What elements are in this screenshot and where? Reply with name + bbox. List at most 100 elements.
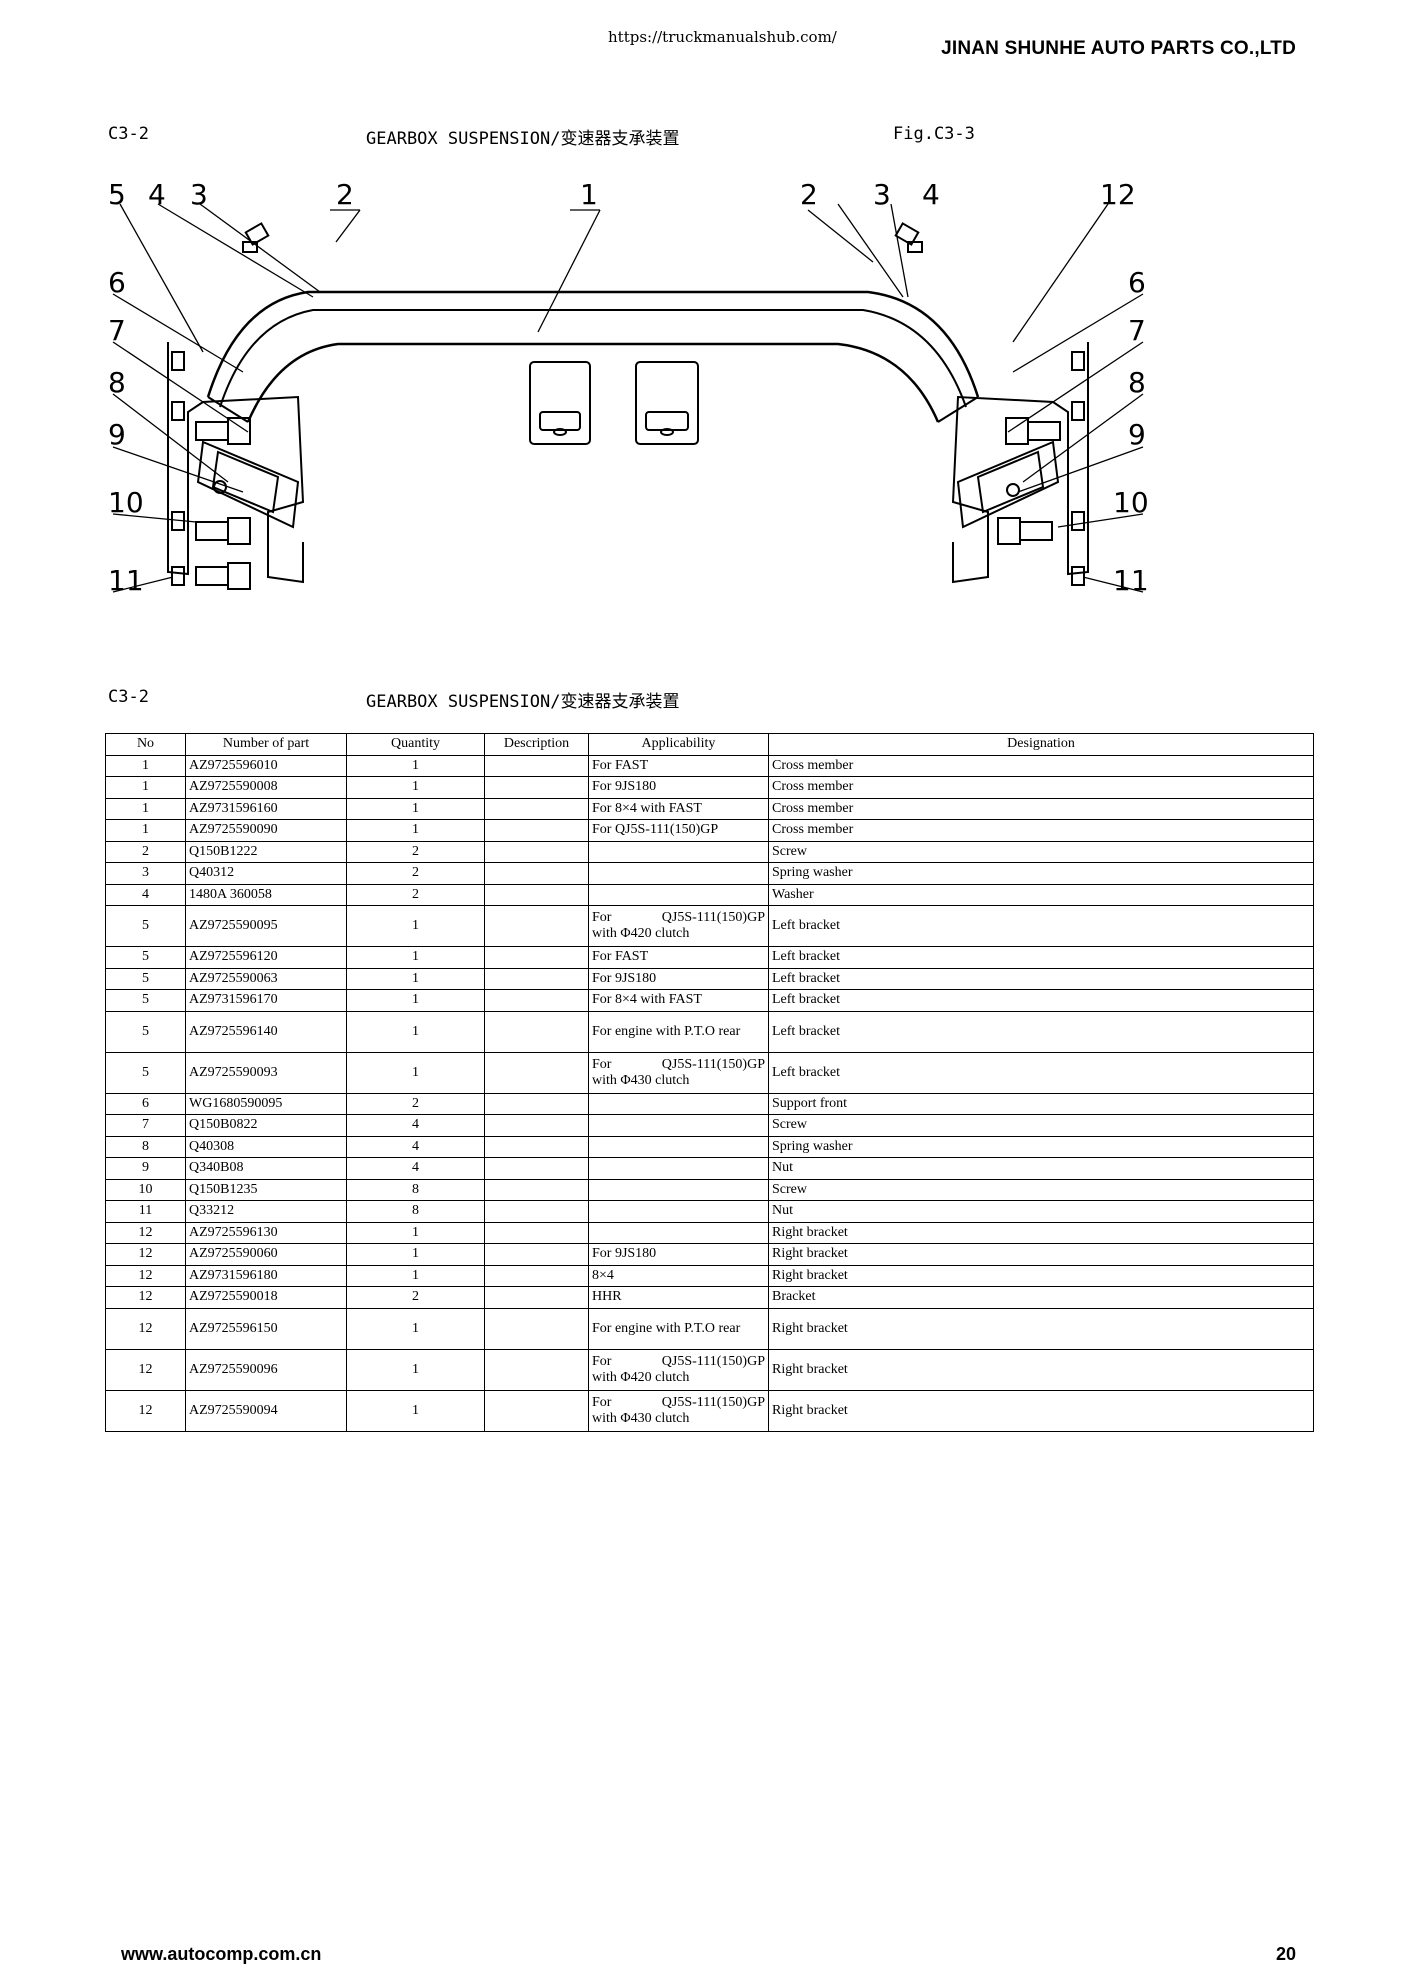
cell-description bbox=[484, 797, 589, 820]
callout-5-left: 5 bbox=[108, 182, 126, 211]
callout-7-left: 7 bbox=[108, 314, 126, 347]
cell-quantity: 2 bbox=[346, 883, 485, 906]
cell-designation: Cross member bbox=[768, 776, 1314, 799]
cell-applicability bbox=[588, 1135, 769, 1158]
cell-part-number: Q40308 bbox=[185, 1135, 347, 1158]
center-lugs bbox=[529, 361, 699, 445]
cell-quantity: 1 bbox=[346, 1348, 485, 1391]
cell-quantity: 4 bbox=[346, 1114, 485, 1137]
cell-part-number: Q40312 bbox=[185, 862, 347, 885]
cell-part-number: AZ9725596150 bbox=[185, 1307, 347, 1350]
cell-no: 10 bbox=[105, 1178, 186, 1201]
cell-no: 1 bbox=[105, 776, 186, 799]
cell-no: 12 bbox=[105, 1243, 186, 1266]
cell-quantity: 1 bbox=[346, 1264, 485, 1287]
table-section-code: C3-2 bbox=[108, 687, 149, 707]
applicability-prefix: For bbox=[592, 1394, 612, 1410]
cell-description bbox=[484, 1092, 589, 1115]
applicability-clutch: with Φ420 clutch bbox=[592, 1369, 690, 1385]
callout-3-left: 3 bbox=[190, 182, 208, 211]
callout-4-right: 4 bbox=[922, 182, 940, 211]
gearbox-suspension-diagram: 5 4 3 2 1 6 7 8 9 10 11 2 3 4 12 6 7 8 9… bbox=[108, 182, 1148, 597]
col-header-part-number: Number of part bbox=[185, 733, 347, 756]
cell-applicability: For 9JS180 bbox=[588, 776, 769, 799]
cell-applicability: HHR bbox=[588, 1286, 769, 1309]
cell-quantity: 1 bbox=[346, 797, 485, 820]
cell-part-number: AZ9731596160 bbox=[185, 797, 347, 820]
table-header-row: No Number of part Quantity Description A… bbox=[105, 733, 1314, 756]
cell-quantity: 1 bbox=[346, 1389, 485, 1432]
cell-description bbox=[484, 1348, 589, 1391]
cell-description bbox=[484, 1221, 589, 1244]
callouts-left: 5 4 3 2 1 6 7 8 9 10 11 bbox=[108, 182, 598, 597]
source-url[interactable]: https://truckmanualshub.com/ bbox=[608, 28, 837, 46]
cell-description bbox=[484, 1264, 589, 1287]
cell-part-number: Q33212 bbox=[185, 1200, 347, 1223]
applicability-model: QJ5S-111(150)GP bbox=[661, 1394, 765, 1410]
col-header-applicability: Applicability bbox=[588, 733, 769, 756]
cell-designation: Left bracket bbox=[768, 946, 1314, 969]
cell-designation: Left bracket bbox=[768, 967, 1314, 990]
cell-description bbox=[484, 946, 589, 969]
callout-8-left: 8 bbox=[108, 366, 126, 399]
cell-description bbox=[484, 883, 589, 906]
cell-applicability bbox=[588, 1200, 769, 1223]
applicability-clutch: with Φ430 clutch bbox=[592, 1410, 690, 1426]
cell-designation: Right bracket bbox=[768, 1221, 1314, 1244]
cell-description bbox=[484, 967, 589, 990]
cell-applicability bbox=[588, 1114, 769, 1137]
cell-no: 3 bbox=[105, 862, 186, 885]
cell-no: 11 bbox=[105, 1200, 186, 1223]
cell-no: 8 bbox=[105, 1135, 186, 1158]
cell-part-number: AZ9725596140 bbox=[185, 1010, 347, 1053]
cell-quantity: 4 bbox=[346, 1157, 485, 1180]
cell-designation: Left bracket bbox=[768, 1010, 1314, 1053]
cell-designation: Washer bbox=[768, 883, 1314, 906]
cell-designation: Right bracket bbox=[768, 1307, 1314, 1350]
applicability-model: QJ5S-111(150)GP bbox=[661, 910, 765, 925]
cell-designation: Spring washer bbox=[768, 1135, 1314, 1158]
applicability-prefix: For bbox=[592, 1056, 612, 1072]
callout-7-right: 7 bbox=[1128, 314, 1146, 347]
cell-description bbox=[484, 1286, 589, 1309]
cell-applicability: For 9JS180 bbox=[588, 1243, 769, 1266]
cell-designation: Nut bbox=[768, 1157, 1314, 1180]
cell-part-number: AZ9725596010 bbox=[185, 754, 347, 777]
cell-part-number: AZ9725590095 bbox=[185, 905, 347, 947]
cell-no: 2 bbox=[105, 840, 186, 863]
cell-description bbox=[484, 1389, 589, 1432]
left-bracket-assembly bbox=[167, 222, 305, 590]
cell-designation: Right bracket bbox=[768, 1348, 1314, 1391]
cell-quantity: 1 bbox=[346, 1051, 485, 1094]
cell-quantity: 1 bbox=[346, 1307, 485, 1350]
cell-applicability bbox=[588, 1092, 769, 1115]
cell-applicability bbox=[588, 1221, 769, 1244]
cell-description bbox=[484, 905, 589, 947]
cross-member bbox=[206, 290, 980, 423]
cell-applicability: 8×4 bbox=[588, 1264, 769, 1287]
cell-designation: Nut bbox=[768, 1200, 1314, 1223]
cell-no: 5 bbox=[105, 989, 186, 1012]
cell-designation: Screw bbox=[768, 1114, 1314, 1137]
cell-quantity: 8 bbox=[346, 1200, 485, 1223]
callout-9-right: 9 bbox=[1128, 418, 1146, 451]
cell-designation: Screw bbox=[768, 840, 1314, 863]
footer-website[interactable]: www.autocomp.com.cn bbox=[121, 1944, 322, 1964]
cell-part-number: AZ9725590060 bbox=[185, 1243, 347, 1266]
